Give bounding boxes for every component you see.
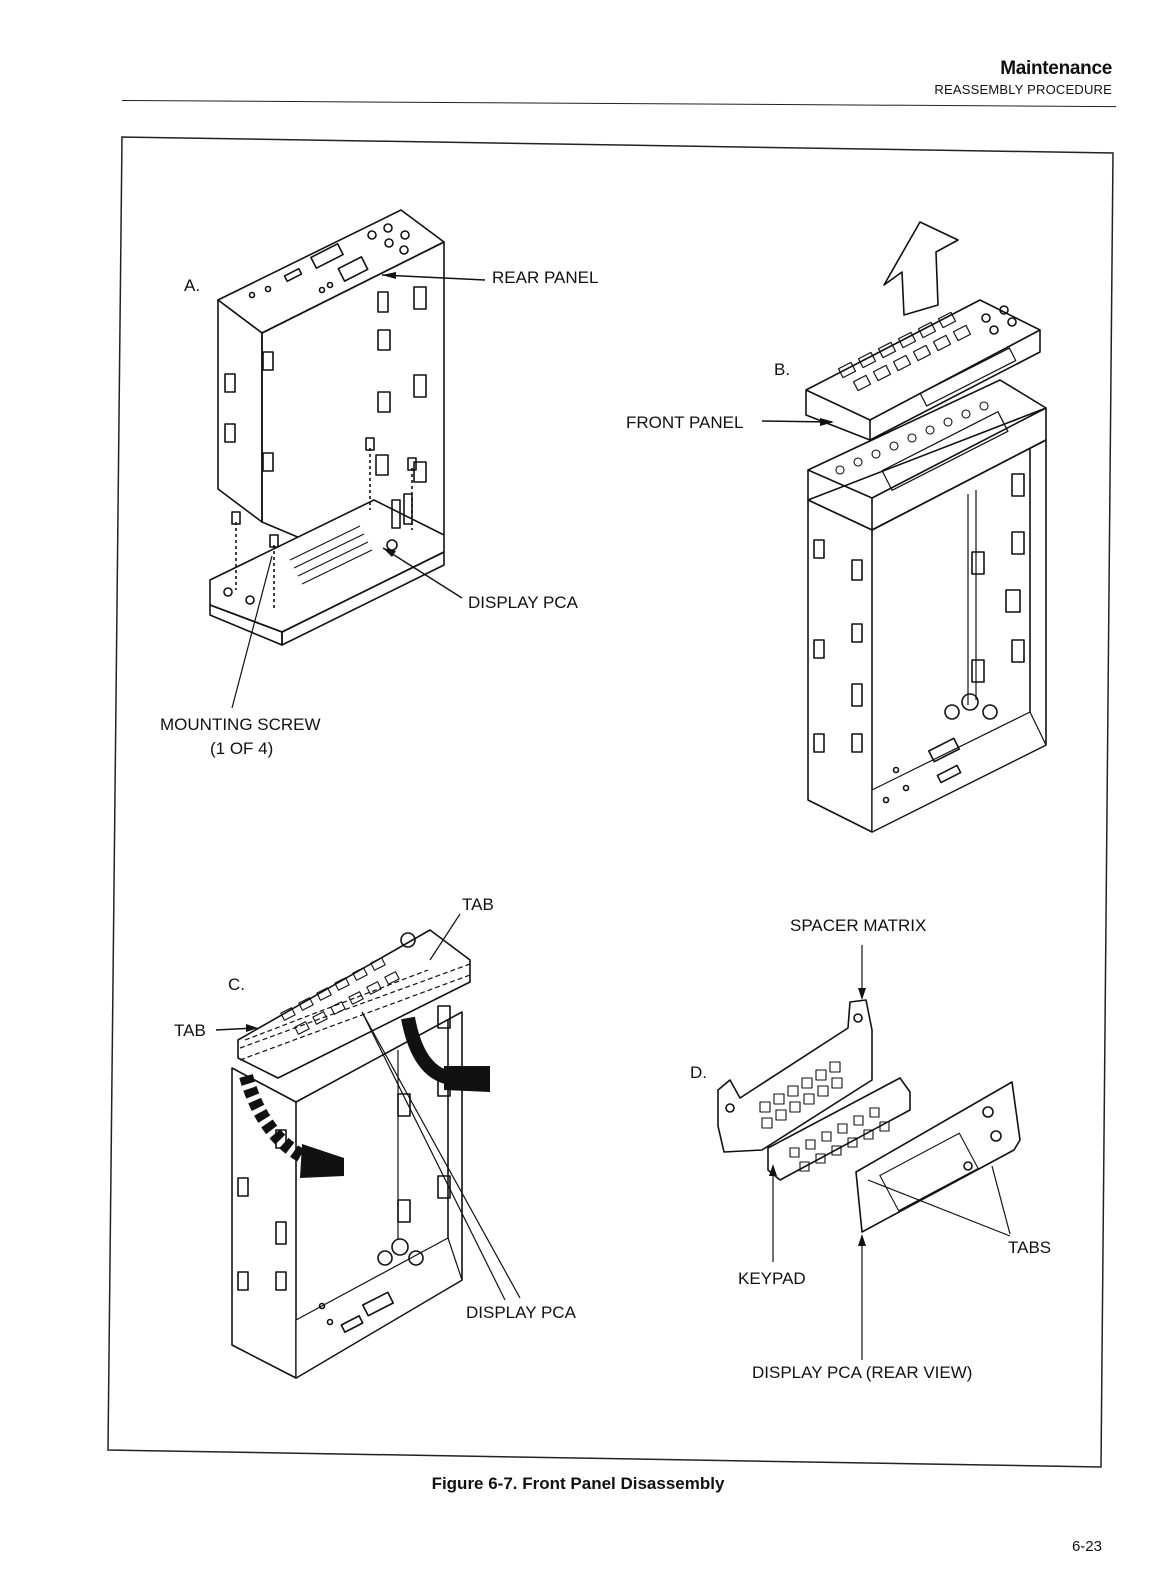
figure-caption: Figure 6-7. Front Panel Disassembly [0, 1474, 1156, 1494]
spacer-matrix-label: SPACER MATRIX [790, 916, 926, 935]
view-b-letter: B. [774, 360, 790, 379]
tabs-label: TABS [1008, 1238, 1051, 1257]
view-b [762, 222, 1046, 832]
tab-left-label: TAB [174, 1021, 206, 1040]
keypad-label: KEYPAD [738, 1269, 806, 1288]
mounting-screw-count: (1 OF 4) [210, 739, 273, 758]
tab-top-label: TAB [462, 895, 494, 914]
display-pca-label-c: DISPLAY PCA [466, 1303, 577, 1322]
view-a-letter: A. [184, 276, 200, 295]
display-pca-label-a: DISPLAY PCA [468, 593, 579, 612]
view-c-letter: C. [228, 975, 245, 994]
rear-panel-label: REAR PANEL [492, 268, 598, 287]
view-a [210, 210, 485, 708]
front-panel-label: FRONT PANEL [626, 413, 743, 432]
page-number: 6-23 [1072, 1538, 1102, 1555]
display-pca-rear-label: DISPLAY PCA (REAR VIEW) [752, 1363, 972, 1382]
view-d [718, 945, 1020, 1360]
view-d-letter: D. [690, 1063, 707, 1082]
mounting-screw-label: MOUNTING SCREW [160, 715, 321, 734]
